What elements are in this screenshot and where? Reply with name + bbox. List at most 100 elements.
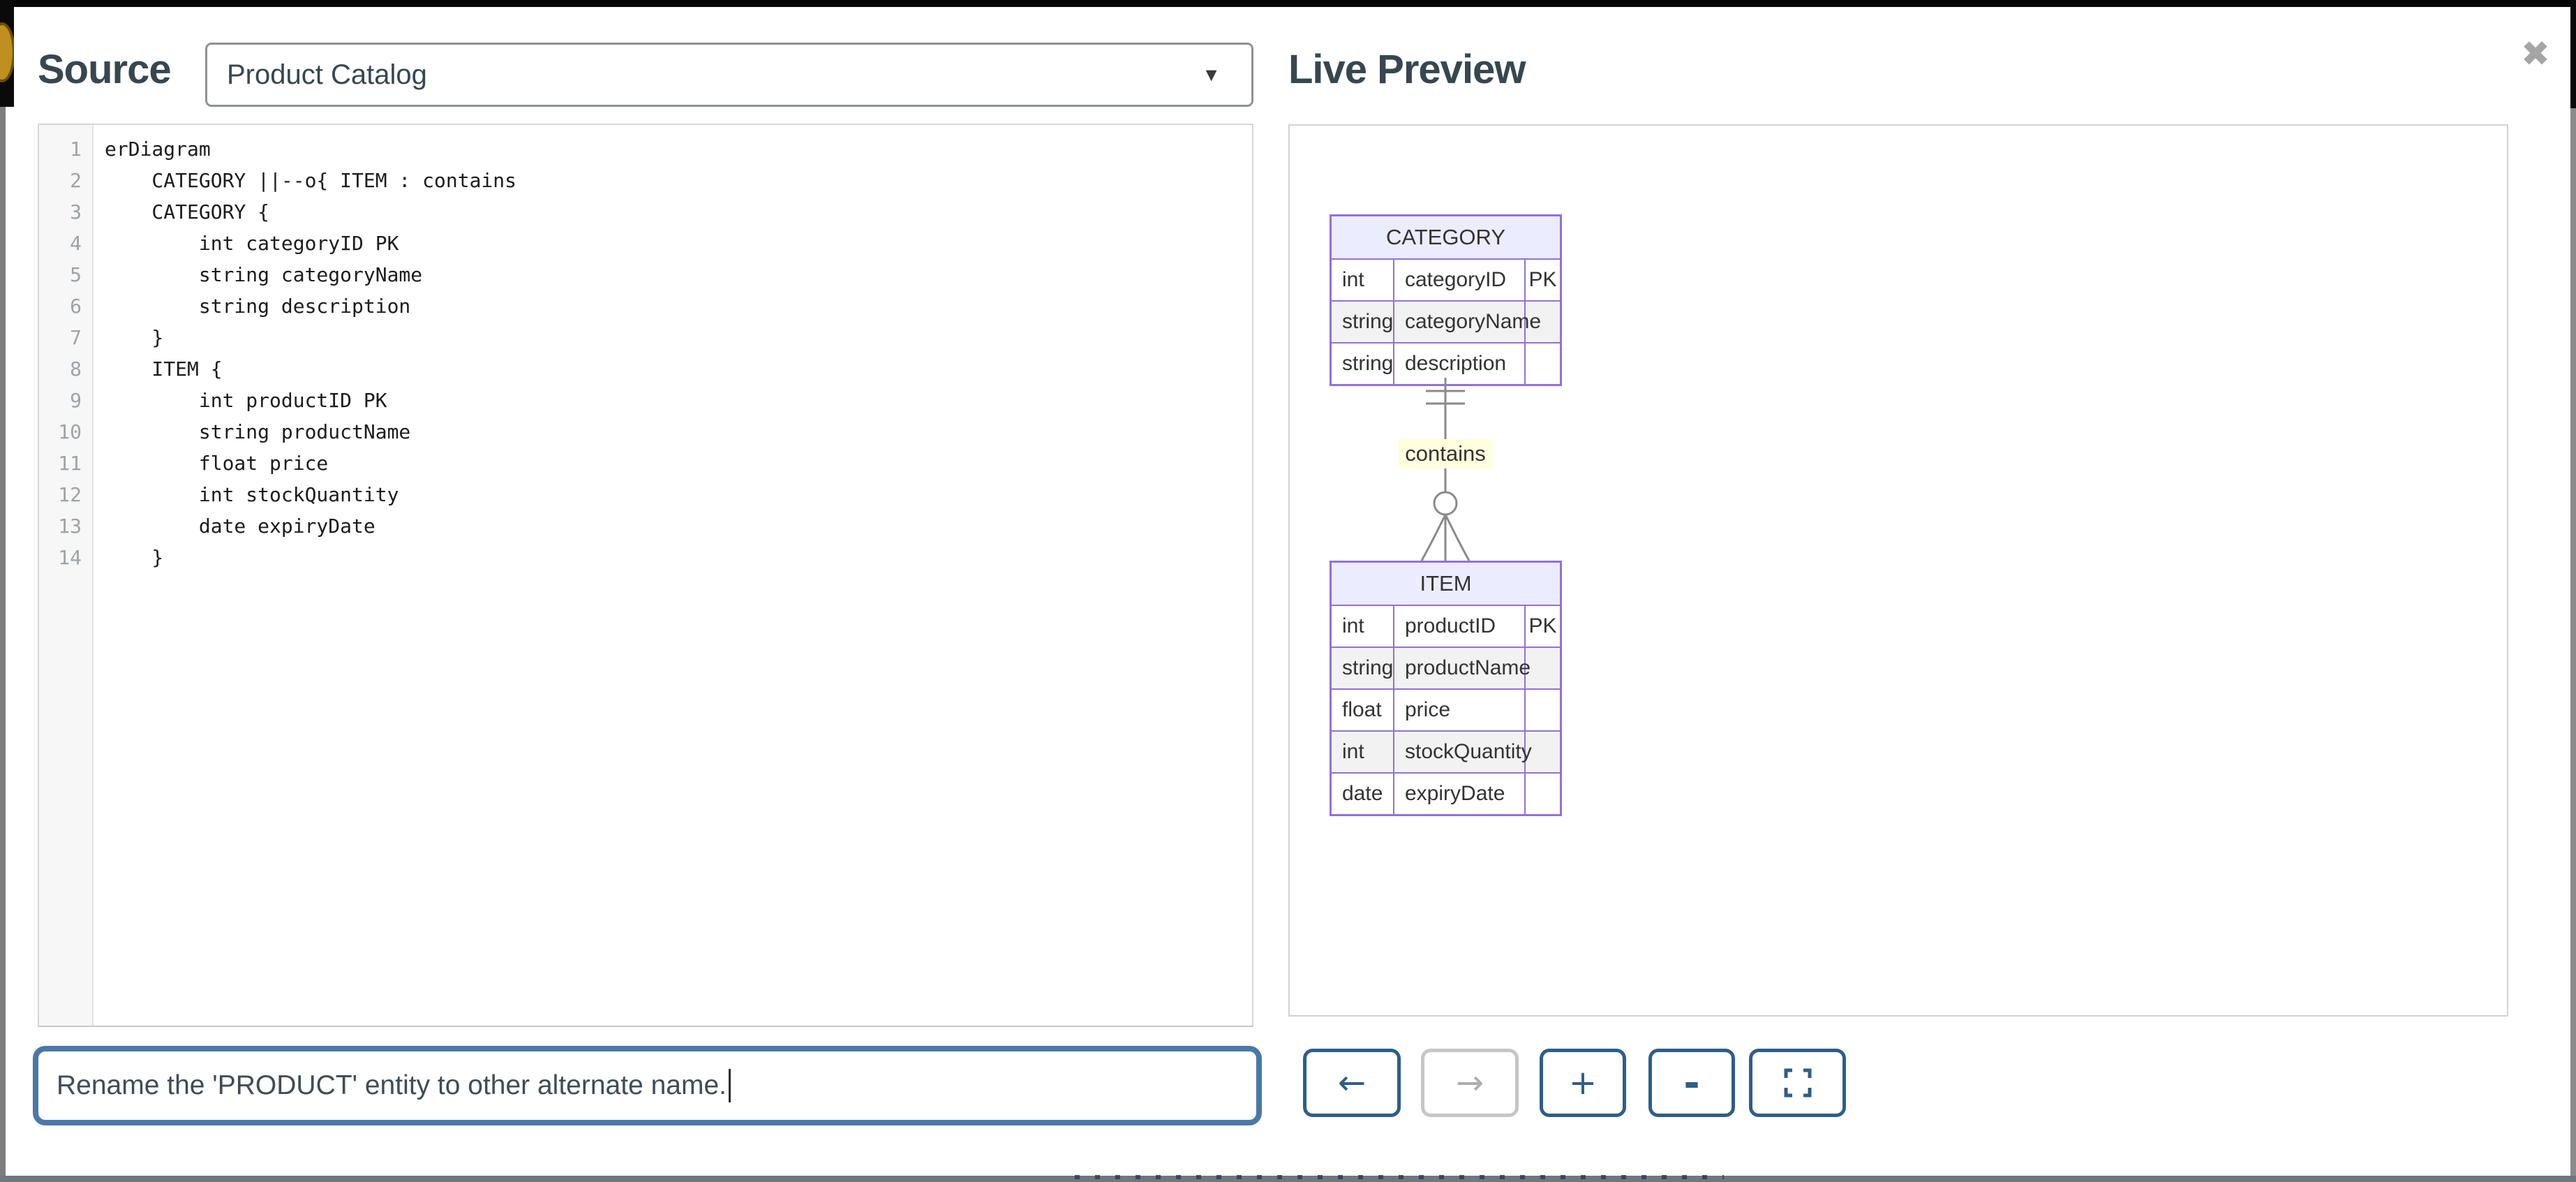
attribute-name: description xyxy=(1394,343,1526,384)
back-button[interactable]: ← xyxy=(1303,1049,1401,1117)
prompt-input-value: Rename the 'PRODUCT' entity to other alt… xyxy=(57,1070,727,1100)
cardinality-zero-circle xyxy=(1433,491,1458,516)
attribute-type: int xyxy=(1332,732,1394,772)
attribute-type: date xyxy=(1332,774,1394,814)
entity-name: CATEGORY xyxy=(1332,216,1560,260)
attribute-key xyxy=(1526,343,1560,384)
line-number: 13 xyxy=(58,515,82,538)
line-text: string description xyxy=(105,295,411,318)
clipped-background-text xyxy=(1075,1175,1724,1179)
partial-background-logo xyxy=(0,22,14,82)
line-text: } xyxy=(105,326,164,349)
attribute-name: categoryName xyxy=(1394,302,1541,342)
attribute-name: stockQuantity xyxy=(1394,732,1532,772)
line-text: erDiagram xyxy=(105,138,211,161)
line-text: string productName xyxy=(105,420,411,443)
line-text: float price xyxy=(105,452,329,475)
attribute-key: PK xyxy=(1528,268,1557,291)
entity-attribute-row: string description xyxy=(1332,342,1560,384)
line-number: 6 xyxy=(70,295,82,318)
crow-foot-right xyxy=(1444,514,1471,561)
line-text: CATEGORY ||--o{ ITEM : contains xyxy=(105,169,517,192)
attribute-key xyxy=(1526,732,1560,772)
line-text: CATEGORY { xyxy=(105,200,270,223)
code-line: 7 } xyxy=(39,322,1252,353)
line-number: 9 xyxy=(70,389,82,412)
code-editor[interactable]: 1 erDiagram 2 CATEGORY ||--o{ ITEM : con… xyxy=(38,124,1253,1027)
close-icon[interactable]: ✖ xyxy=(2521,34,2550,73)
attribute-name: price xyxy=(1394,690,1526,730)
line-number: 3 xyxy=(70,200,82,223)
source-panel-title: Source xyxy=(38,47,172,92)
line-text: ITEM { xyxy=(105,357,223,381)
prompt-input[interactable]: Rename the 'PRODUCT' entity to other alt… xyxy=(33,1046,1262,1125)
line-text: string categoryName xyxy=(105,263,423,286)
line-number: 11 xyxy=(58,452,82,475)
fullscreen-corners-icon xyxy=(1784,1068,1811,1098)
diagram-select[interactable]: Product Catalog ▼ xyxy=(205,43,1253,107)
code-line: 11 float price xyxy=(39,448,1252,479)
line-number: 8 xyxy=(70,357,82,381)
screen-edge-right xyxy=(2570,0,2576,108)
attribute-type: float xyxy=(1332,690,1394,730)
minus-icon: - xyxy=(1683,1060,1700,1106)
entity-name: ITEM xyxy=(1332,563,1560,606)
line-number: 4 xyxy=(70,232,82,255)
attribute-key xyxy=(1526,648,1560,688)
chevron-down-icon: ▼ xyxy=(1202,64,1221,85)
code-line: 10 string productName xyxy=(39,416,1252,448)
forward-button[interactable]: → xyxy=(1421,1049,1519,1117)
line-number: 12 xyxy=(58,483,82,506)
entity-attribute-row: int categoryID PK xyxy=(1332,260,1560,300)
line-number: 5 xyxy=(70,263,82,286)
line-number: 2 xyxy=(70,169,82,192)
code-line: 9 int productID PK xyxy=(39,385,1252,416)
code-line: 13 date expiryDate xyxy=(39,510,1252,542)
attribute-key xyxy=(1526,774,1560,814)
code-line: 1 erDiagram xyxy=(39,133,1252,165)
attribute-type: string xyxy=(1332,648,1394,688)
attribute-type: int xyxy=(1332,606,1394,647)
entity-attribute-row: int productID PK xyxy=(1332,606,1560,647)
code-line: 14 } xyxy=(39,542,1252,573)
line-number: 7 xyxy=(70,326,82,349)
crow-foot-left xyxy=(1420,514,1447,561)
code-line: 3 CATEGORY { xyxy=(39,196,1252,228)
line-text: } xyxy=(105,546,164,569)
line-text: int categoryID PK xyxy=(105,232,399,255)
attribute-key xyxy=(1526,302,1560,342)
entity-attribute-row: int stockQuantity xyxy=(1332,730,1560,772)
screen-edge-right-lower xyxy=(2570,108,2576,1182)
entity-attribute-row: string categoryName xyxy=(1332,300,1560,342)
code-line: 12 int stockQuantity xyxy=(39,479,1252,510)
attribute-key: PK xyxy=(1528,614,1557,637)
line-number: 1 xyxy=(70,138,82,161)
code-line: 5 string categoryName xyxy=(39,259,1252,290)
screen-edge-left-lower xyxy=(0,107,6,1182)
code-line: 2 CATEGORY ||--o{ ITEM : contains xyxy=(39,165,1252,196)
plus-icon: + xyxy=(1568,1063,1598,1102)
relationship-label: contains xyxy=(1398,439,1493,468)
entity-table-category: CATEGORY int categoryID PK string catego… xyxy=(1330,214,1562,386)
zoom-out-button[interactable]: - xyxy=(1648,1049,1735,1117)
fullscreen-button[interactable] xyxy=(1749,1049,1846,1117)
diagram-select-value: Product Catalog xyxy=(227,59,427,90)
attribute-key xyxy=(1526,690,1560,730)
line-text: int productID PK xyxy=(105,389,387,412)
attribute-type: int xyxy=(1332,260,1394,300)
entity-attribute-row: string productName xyxy=(1332,647,1560,688)
attribute-name: productName xyxy=(1394,648,1531,688)
attribute-name: productID xyxy=(1394,606,1526,647)
zoom-in-button[interactable]: + xyxy=(1540,1049,1626,1117)
arrow-left-icon: ← xyxy=(1337,1063,1367,1102)
code-line: 8 ITEM { xyxy=(39,353,1252,385)
entity-attribute-row: float price xyxy=(1332,688,1560,730)
line-number: 14 xyxy=(58,546,82,569)
attribute-type: string xyxy=(1332,343,1394,384)
attribute-type: string xyxy=(1332,302,1394,342)
attribute-name: expiryDate xyxy=(1394,774,1526,814)
line-text: int stockQuantity xyxy=(105,483,399,506)
line-text: date expiryDate xyxy=(105,515,375,538)
entity-table-item: ITEM int productID PK string productName xyxy=(1330,561,1562,816)
